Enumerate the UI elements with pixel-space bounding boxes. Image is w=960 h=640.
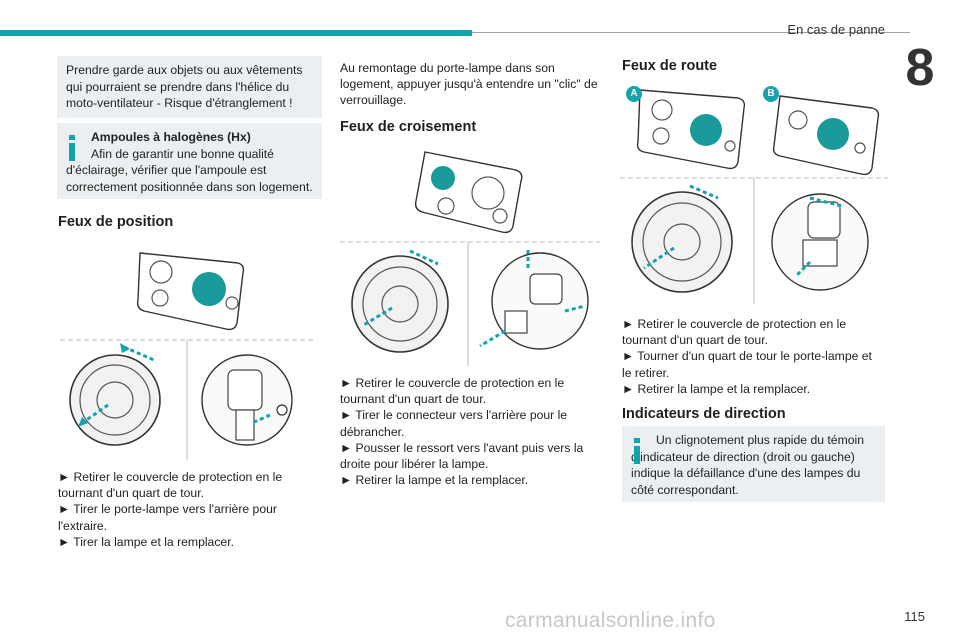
low-beam-diagram	[340, 151, 600, 366]
header-rule	[472, 32, 910, 33]
label-b-badge: B	[763, 86, 779, 102]
page-number: 115	[904, 609, 925, 624]
high-beam-step-1: ► Retirer le couvercle de protection en …	[622, 317, 847, 348]
indicator-note-text: Un clignotement plus rapide du témoin d'…	[631, 433, 864, 497]
high-beam-step-3: ► Retirer la lampe et la remplacer.	[622, 381, 811, 396]
low-beam-step-1: ► Retirer le couvercle de protection en …	[340, 376, 565, 407]
position-step-3: ► Tirer la lampe et la remplacer.	[58, 534, 234, 549]
heading-indicateurs: Indicateurs de direction	[622, 406, 786, 422]
label-a-badge: A	[626, 86, 642, 102]
low-beam-step-2: ► Tirer le connecteur vers l'arrière pou…	[340, 408, 568, 439]
position-step-2: ► Tirer le porte-lampe vers l'arrière po…	[58, 502, 277, 533]
label-b: B	[767, 88, 775, 99]
position-steps: ► Retirer le couvercle de protection en …	[58, 469, 308, 550]
low-beam-step-3: ► Pousser le ressort vers l'avant puis v…	[340, 440, 584, 472]
warning-text: Prendre garde aux objets ou aux vêtement…	[66, 63, 303, 110]
indicator-note: Un clignotement plus rapide du témoin d'…	[622, 426, 885, 502]
label-a: A	[630, 88, 638, 99]
high-beam-step-2: ► Tourner d'un quart de tour le porte-la…	[622, 349, 872, 380]
info-icon	[69, 135, 75, 161]
section-title: En cas de panne	[787, 22, 885, 37]
warning-note: Prendre garde aux objets ou aux vêtement…	[57, 56, 322, 118]
heading-feux-croisement: Feux de croisement	[340, 119, 477, 135]
position-light-diagram	[60, 252, 315, 460]
watermark: carmanualsonline.info	[505, 609, 716, 632]
halogen-note: Ampoules à halogènes (Hx) Afin de garant…	[57, 123, 322, 199]
low-beam-step-4: ► Retirer la lampe et la remplacer.	[340, 473, 529, 488]
high-beam-steps: ► Retirer le couvercle de protection en …	[622, 316, 884, 397]
header-accent-bar	[0, 30, 472, 36]
chapter-number: 8	[905, 39, 935, 97]
heading-feux-route: Feux de route	[622, 58, 718, 74]
halogen-text-line: Afin de garantir une bonne qualité d'écl…	[66, 146, 313, 194]
high-beam-diagram	[620, 89, 888, 304]
low-beam-steps: ► Retirer le couvercle de protection en …	[340, 375, 602, 488]
position-step-1: ► Retirer le couvercle de protection en …	[58, 470, 283, 501]
reassembly-text: Au remontage du porte-lampe dans son log…	[340, 61, 598, 108]
info-icon	[634, 438, 640, 464]
heading-feux-position: Feux de position	[58, 214, 174, 230]
halogen-title: Ampoules à halogènes (Hx)	[91, 130, 251, 144]
